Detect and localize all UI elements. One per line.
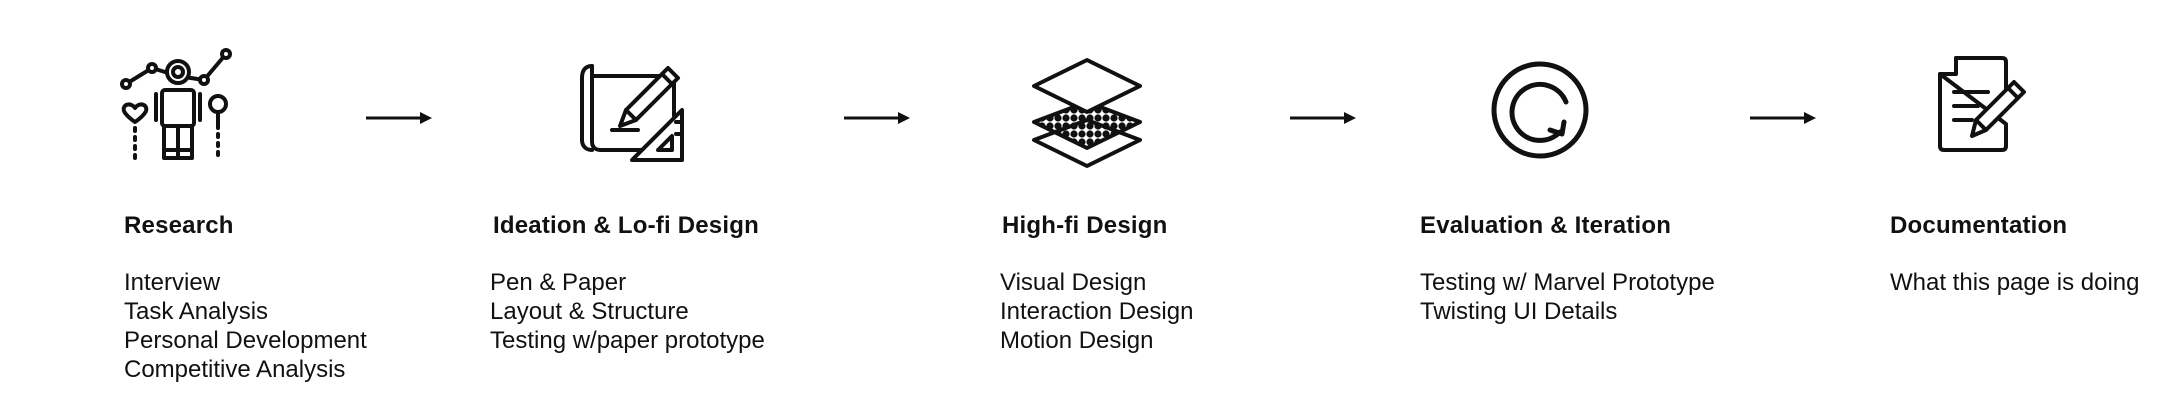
arrow-right-icon <box>844 110 910 126</box>
stage-items-ideation: Pen & Paper Layout & Structure Testing w… <box>490 268 765 355</box>
list-item: What this page is doing <box>1890 269 2140 296</box>
list-item: Layout & Structure <box>490 298 689 325</box>
list-item: Motion Design <box>1000 327 1154 354</box>
list-item: Testing w/paper prototype <box>490 327 765 354</box>
list-item: Interview <box>124 269 221 296</box>
stage-items-evaluation: Testing w/ Marvel Prototype Twisting UI … <box>1420 268 1715 326</box>
list-item: Twisting UI Details <box>1420 298 1618 325</box>
stage-title-documentation: Documentation <box>1890 212 2068 239</box>
stage-title-highfi: High-fi Design <box>1002 212 1168 239</box>
arrow-right-icon <box>366 110 432 126</box>
list-item: Pen & Paper <box>490 269 627 296</box>
list-item: Testing w/ Marvel Prototype <box>1420 269 1715 296</box>
list-item: Interaction Design <box>1000 298 1194 325</box>
arrow-right-icon <box>1290 110 1356 126</box>
blueprint-pencil-icon <box>578 56 688 166</box>
list-item: Competitive Analysis <box>124 356 346 383</box>
list-item: Task Analysis <box>124 298 269 325</box>
user-research-icon <box>118 48 238 166</box>
list-item: Personal Development <box>124 327 367 354</box>
stage-items-highfi: Visual Design Interaction Design Motion … <box>1000 268 1193 355</box>
layers-icon <box>1030 58 1144 168</box>
list-item: Visual Design <box>1000 269 1147 296</box>
document-edit-icon <box>1938 56 2028 152</box>
stage-items-documentation: What this page is doing <box>1890 268 2139 297</box>
stage-items-research: Interview Task Analysis Personal Develop… <box>124 268 367 384</box>
stage-title-research: Research <box>124 212 234 239</box>
stage-title-evaluation: Evaluation & Iteration <box>1420 212 1672 239</box>
stage-title-ideation: Ideation & Lo-fi Design <box>493 212 759 239</box>
arrow-right-icon <box>1750 110 1816 126</box>
refresh-circle-icon <box>1490 60 1590 160</box>
